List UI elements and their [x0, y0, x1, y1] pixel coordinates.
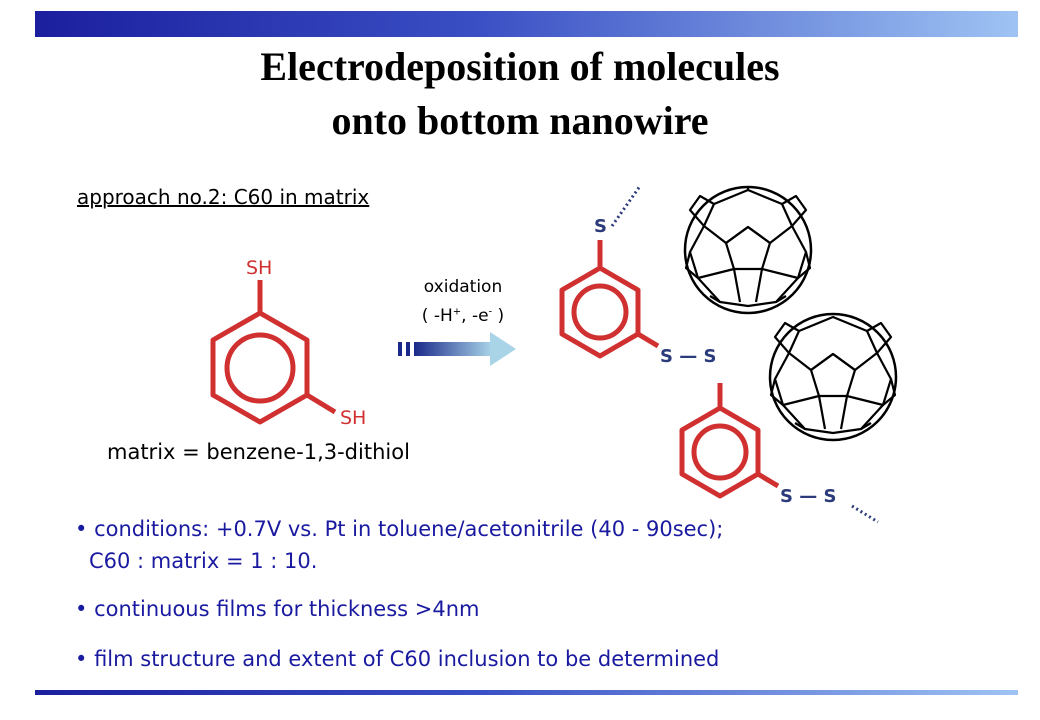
bullet-item: • conditions: +0.7V vs. Pt in toluene/ac… — [75, 517, 723, 541]
electron-charge: - — [488, 306, 493, 318]
disulfide-label-2: S — S — [780, 486, 836, 507]
page-title-line-1: Electrodeposition of molecules — [260, 44, 780, 89]
product-ring-upper — [559, 240, 660, 359]
product-ring-lower — [679, 383, 780, 499]
bullet-dot-icon: • — [75, 517, 95, 541]
approach-heading: approach no.2: C60 in matrix — [77, 185, 370, 209]
bullet-text: conditions: +0.7V vs. Pt in toluene/acet… — [94, 517, 724, 541]
matrix-bottom-sh-label: SH — [340, 407, 366, 429]
conditions-close: ) — [492, 306, 505, 326]
bullet-dot-icon: • — [75, 597, 95, 621]
bullet-text: film structure and extent of C60 inclusi… — [94, 647, 720, 671]
matrix-benzene-ring — [210, 280, 337, 425]
bullet-item-continuation: C60 : matrix = 1 : 10. — [89, 549, 317, 573]
bullet-item: • film structure and extent of C60 inclu… — [75, 647, 719, 671]
reaction-conditions: ( -H+, -e- ) — [378, 306, 548, 326]
conditions-open: ( -H — [421, 306, 453, 326]
reaction-label: oxidation — [423, 277, 503, 297]
dotted-bond-bottom — [851, 504, 879, 524]
bullet-item: • continuous films for thickness >4nm — [75, 597, 480, 621]
page-title-line-2: onto bottom nanowire — [331, 98, 709, 143]
matrix-top-sh-label: SH — [246, 257, 272, 279]
bullet-dot-icon: • — [75, 647, 95, 671]
footer-banner — [35, 690, 1018, 695]
bullet-text: continuous films for thickness >4nm — [94, 597, 480, 621]
disulfide-label-1: S — S — [660, 346, 716, 367]
matrix-caption: matrix = benzene-1,3-dithiol — [107, 440, 410, 464]
conditions-mid: , -e — [461, 306, 489, 326]
sulfur-top-label: S — [594, 216, 607, 237]
bullet-text: C60 : matrix = 1 : 10. — [89, 549, 318, 573]
fullerene-c60-lower — [768, 312, 898, 442]
proton-charge: + — [452, 306, 462, 318]
fullerene-c60-upper — [683, 185, 813, 315]
reaction-arrow — [398, 332, 516, 366]
header-banner — [35, 11, 1018, 37]
dotted-bond-top — [610, 185, 642, 227]
